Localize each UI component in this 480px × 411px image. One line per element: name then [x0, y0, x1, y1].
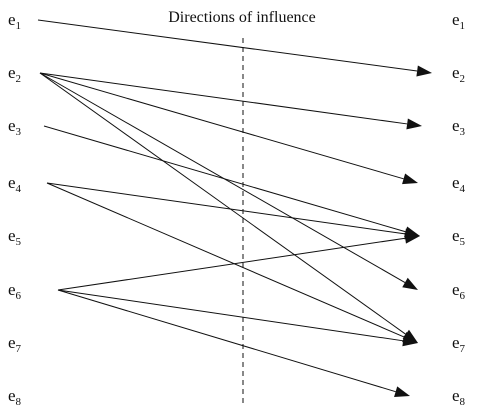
left-node-e7: e7: [8, 333, 22, 355]
left-node-e2: e2: [8, 63, 21, 85]
arrowhead-icon: [406, 118, 422, 130]
node-subscript: 1: [16, 20, 22, 32]
arrowhead-icon: [394, 386, 410, 397]
right-node-e6: e6: [452, 280, 466, 302]
edge-e2-to-e7: [39, 72, 418, 343]
edge-e4-to-e7: [46, 182, 418, 343]
arrowhead-icon: [402, 335, 418, 347]
edge-e6-to-e5: [57, 232, 420, 291]
node-subscript: 7: [16, 343, 22, 355]
left-node-e5: e5: [8, 226, 22, 248]
node-subscript: 5: [460, 236, 466, 248]
node-letter: e: [452, 10, 460, 29]
node-letter: e: [452, 173, 460, 192]
edge-line: [39, 72, 404, 180]
right-node-e1: e1: [452, 10, 465, 32]
left-node-e3: e3: [8, 116, 22, 138]
node-letter: e: [8, 333, 16, 352]
edge-line: [37, 19, 418, 72]
right-node-e3: e3: [452, 116, 466, 138]
node-letter: e: [8, 116, 16, 135]
edge-line: [57, 289, 396, 393]
node-subscript: 7: [460, 343, 466, 355]
edge-e6-to-e8: [57, 289, 410, 397]
edge-e3-to-e5: [43, 125, 420, 238]
left-node-e1: e1: [8, 10, 21, 32]
node-subscript: 6: [16, 290, 22, 302]
node-letter: e: [452, 333, 460, 352]
edge-e6-to-e7: [57, 289, 418, 347]
node-letter: e: [452, 63, 460, 82]
right-node-e2: e2: [452, 63, 465, 85]
node-subscript: 8: [16, 396, 22, 408]
node-letter: e: [8, 280, 16, 299]
right-node-e8: e8: [452, 386, 466, 408]
node-letter: e: [452, 116, 460, 135]
left-node-e8: e8: [8, 386, 22, 408]
edge-e1-to-e2: [37, 19, 432, 77]
node-letter: e: [452, 226, 460, 245]
arrowhead-icon: [416, 65, 432, 77]
node-subscript: 3: [16, 126, 22, 138]
diagram-title: Directions of influence: [168, 9, 316, 26]
node-letter: e: [8, 226, 16, 245]
node-letter: e: [8, 173, 16, 192]
node-subscript: 6: [460, 290, 466, 302]
edge-line: [39, 72, 408, 125]
node-subscript: 2: [16, 73, 22, 85]
edge-line: [57, 237, 406, 291]
arrowhead-icon: [402, 277, 418, 290]
node-subscript: 5: [16, 236, 22, 248]
edge-e2-to-e4: [39, 72, 418, 185]
left-node-e4: e4: [8, 173, 22, 195]
edge-e2-to-e6: [39, 72, 418, 290]
right-node-e7: e7: [452, 333, 466, 355]
node-subscript: 8: [460, 396, 466, 408]
arrowhead-icon: [402, 173, 418, 185]
edge-line: [57, 289, 404, 342]
node-subscript: 3: [460, 126, 466, 138]
edge-line: [46, 182, 405, 338]
node-subscript: 4: [460, 183, 466, 195]
node-letter: e: [8, 386, 16, 405]
edge-line: [46, 182, 406, 235]
node-subscript: 4: [16, 183, 22, 195]
node-letter: e: [8, 10, 16, 29]
right-node-e4: e4: [452, 173, 466, 195]
node-letter: e: [452, 280, 460, 299]
left-node-e6: e6: [8, 280, 22, 302]
edge-e2-to-e3: [39, 72, 422, 130]
arrowhead-icon: [404, 232, 420, 244]
node-subscript: 1: [460, 20, 466, 32]
node-subscript: 2: [460, 73, 466, 85]
node-letter: e: [452, 386, 460, 405]
edge-line: [39, 72, 407, 335]
edge-line: [43, 125, 406, 233]
edges-layer: [37, 19, 432, 397]
node-letter: e: [8, 63, 16, 82]
right-node-e5: e5: [452, 226, 466, 248]
